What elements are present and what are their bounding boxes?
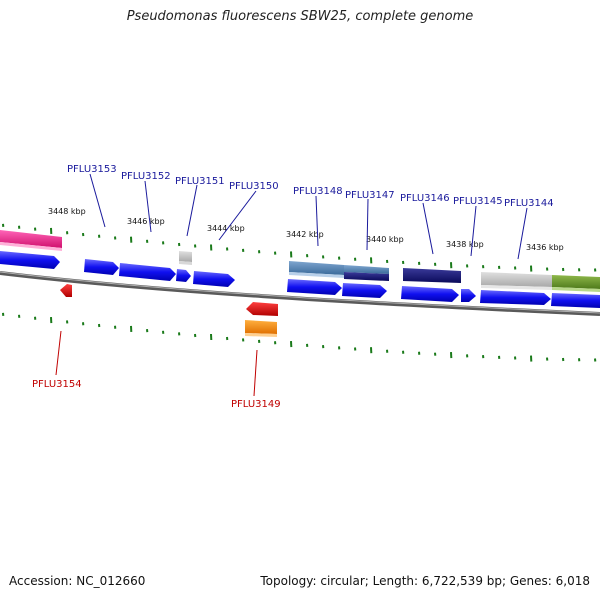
- label-leaders: [55, 173, 528, 397]
- feature-navy[interactable]: [403, 268, 461, 283]
- accession-text: Accession: NC_012660: [9, 574, 146, 588]
- gene-label[interactable]: PFLU3154: [32, 379, 82, 390]
- gene-arrow[interactable]: [0, 251, 60, 269]
- kbp-label: 3442 kbp: [286, 230, 324, 239]
- forward-features: [0, 230, 600, 308]
- feature-red[interactable]: [60, 284, 72, 297]
- kbp-label: 3440 kbp: [366, 235, 404, 244]
- kbp-label: 3438 kbp: [446, 240, 484, 249]
- feature-steelblue[interactable]: [289, 261, 344, 275]
- feature-gray[interactable]: [481, 272, 552, 287]
- kbp-label: 3444 kbp: [207, 224, 245, 233]
- feature-steelblue[interactable]: [344, 265, 389, 274]
- kbp-label: 3446 kbp: [127, 217, 165, 226]
- gene-arrow[interactable]: [193, 271, 235, 287]
- gene-label[interactable]: PFLU3146: [400, 193, 450, 204]
- gene-arrow[interactable]: [401, 286, 459, 302]
- gene-label[interactable]: PFLU3153: [67, 164, 117, 175]
- kbp-label: 3448 kbp: [48, 207, 86, 216]
- gene-arrow[interactable]: [461, 289, 476, 302]
- gene-arrow[interactable]: [84, 259, 119, 275]
- feature-navy[interactable]: [344, 272, 389, 281]
- feature-red[interactable]: [246, 302, 278, 316]
- gene-label[interactable]: PFLU3148: [293, 186, 343, 197]
- feature-gray[interactable]: [179, 251, 192, 262]
- gene-label[interactable]: PFLU3150: [229, 181, 279, 192]
- gene-arrow[interactable]: [551, 293, 600, 308]
- gene-label[interactable]: PFLU3147: [345, 190, 395, 201]
- genome-summary-text: Topology: circular; Length: 6,722,539 bp…: [260, 574, 590, 588]
- map-title: Pseudomonas fluorescens SBW25, complete …: [126, 9, 474, 24]
- gene-label[interactable]: PFLU3145: [453, 196, 503, 207]
- gene-arrow[interactable]: [176, 269, 191, 282]
- feature-olive[interactable]: [552, 275, 600, 289]
- gene-arrow[interactable]: [119, 263, 176, 281]
- tick-ruler-bottom: [2, 312, 597, 362]
- gene-label[interactable]: PFLU3152: [121, 171, 171, 182]
- gene-label[interactable]: PFLU3151: [175, 176, 225, 187]
- gene-arrow[interactable]: [480, 290, 551, 305]
- feature-orange[interactable]: [245, 320, 277, 334]
- gene-label[interactable]: PFLU3149: [231, 399, 281, 410]
- kbp-label: 3436 kbp: [526, 243, 564, 252]
- genome-backbone: [0, 271, 600, 316]
- reverse-features: [60, 284, 278, 337]
- gene-arrow[interactable]: [287, 279, 342, 295]
- gene-arrow[interactable]: [342, 283, 387, 298]
- gene-labels: PFLU3153 PFLU3152 PFLU3151 PFLU3150 PFLU…: [32, 164, 554, 410]
- gene-label[interactable]: PFLU3144: [504, 198, 554, 209]
- kbp-labels: 3448 kbp 3446 kbp 3444 kbp 3442 kbp 3440…: [48, 207, 564, 252]
- tick-ruler-top: [2, 223, 597, 272]
